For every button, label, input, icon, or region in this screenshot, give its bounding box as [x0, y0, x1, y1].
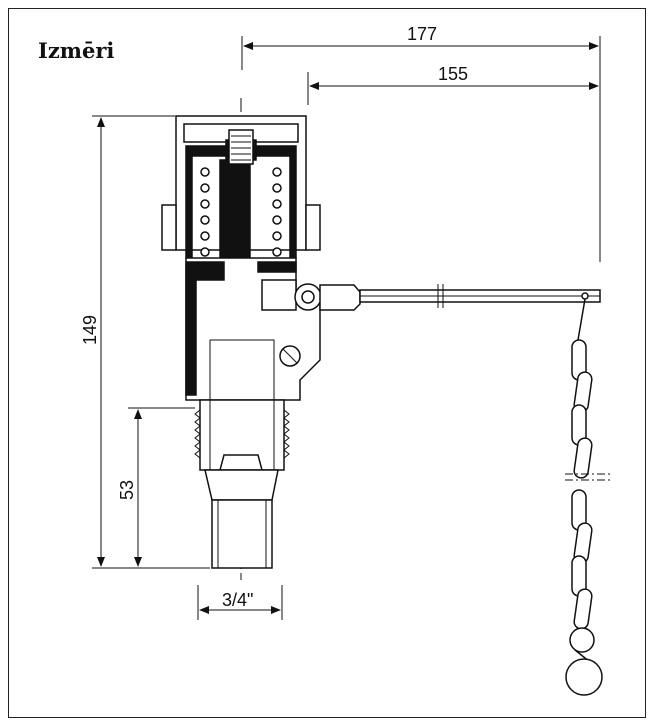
pull-chain — [565, 298, 612, 696]
dim-149-label: 149 — [80, 315, 100, 345]
drawing-frame — [8, 8, 646, 718]
dim-177-label: 177 — [407, 24, 437, 44]
dim-155-label: 155 — [438, 64, 468, 84]
section-title: Izmēri — [38, 38, 115, 63]
dim-155: 155 — [307, 64, 599, 105]
dim-53-label: 53 — [117, 480, 137, 500]
dim-thread-label: 3/4" — [222, 590, 253, 610]
dim-149: 149 — [80, 115, 210, 569]
dim-thread: 3/4" — [197, 585, 283, 620]
dim-177: 177 — [241, 24, 601, 262]
valve-body — [161, 98, 601, 580]
dim-53: 53 — [117, 407, 195, 567]
